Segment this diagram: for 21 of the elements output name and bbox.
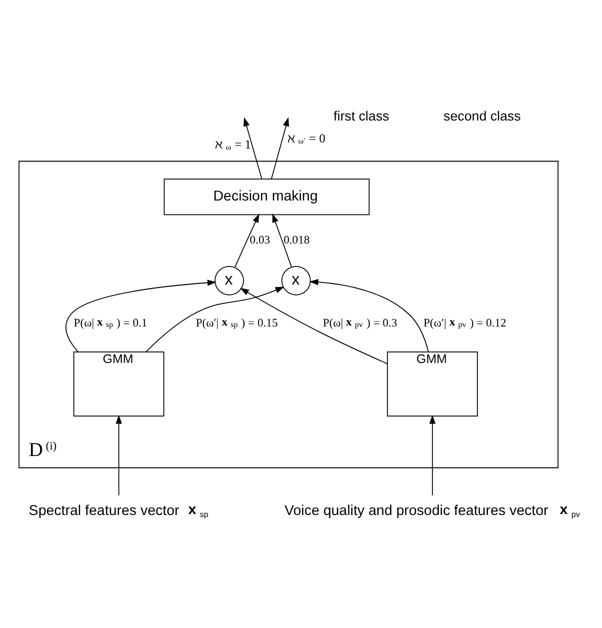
node-box: GMM [386,350,478,416]
arrow [272,213,292,267]
edge-label: P(ω|xsp) = 0.1 [74,315,148,329]
edge-label: 0.03 [250,233,270,246]
arrow [66,279,216,352]
label: second class [444,108,521,124]
node-circle: x [214,265,244,295]
arrow [146,286,284,352]
arrow [234,213,260,268]
arrow [116,414,122,496]
label: first class [334,108,390,124]
arrow [244,116,262,179]
node-circle: x [281,265,311,295]
edge-label: 0.018 [284,233,310,246]
arrow [429,414,436,496]
arrow [309,278,429,352]
arrow [240,287,388,364]
edge-label: P(ω|xpv) = 0.3 [322,315,398,329]
node-box: Decision making [164,178,370,215]
node-box: GMM [73,350,164,416]
arrow [271,116,290,179]
